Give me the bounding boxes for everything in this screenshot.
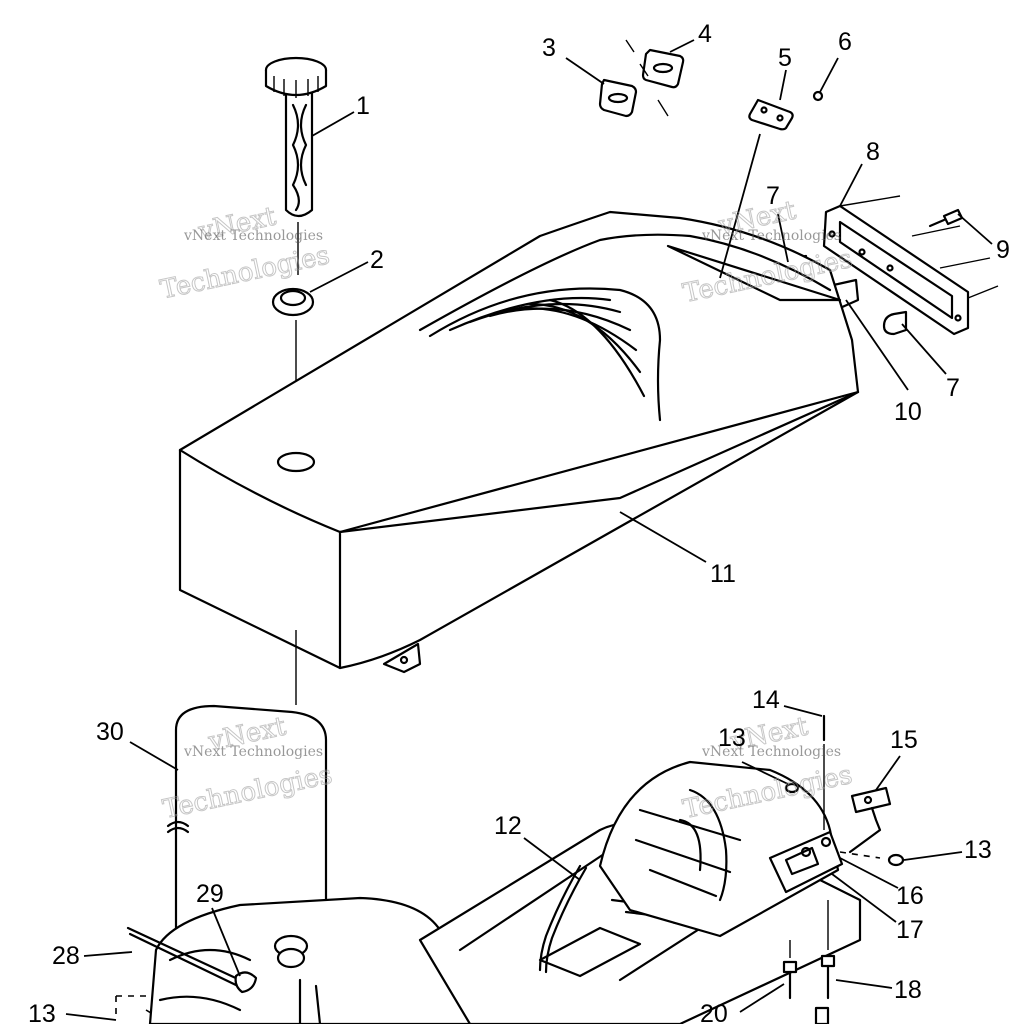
watermark-text: vNext Technologies [701,228,841,244]
callout-10: 10 [894,398,922,426]
bracket-15 [848,786,892,854]
nut-13-upper [784,782,800,794]
screw-9 [928,208,964,228]
callout-13-right: 13 [964,836,992,864]
callout-7-upper: 7 [766,182,780,210]
watermark-text: vNext Technologies [183,228,323,244]
bolt-bottom [814,1006,830,1024]
callout-11: 11 [710,560,736,588]
callout-18: 18 [894,976,922,1004]
callout-13-upper: 13 [718,724,746,752]
callout-16: 16 [896,882,924,910]
callout-2: 2 [370,246,384,274]
rivet-20 [782,940,798,1000]
callout-20: 20 [700,1000,728,1024]
callout-1: 1 [356,92,370,120]
fuel-tank [148,896,472,1024]
taillight-assembly-16-17 [768,830,844,894]
bracket-plate-5 [748,98,794,131]
watermark-text: vNext Technologies [183,744,323,760]
callout-7-lower: 7 [946,374,960,402]
callout-28: 28 [52,942,80,970]
fitting-29 [234,971,258,994]
bulb-7-lower [882,310,908,336]
tag-plate-4 [641,48,685,89]
callout-13-left: 13 [28,1000,56,1024]
bolt-18 [820,900,836,1000]
callout-labels: 1 2 3 4 5 6 7 7 8 9 10 11 12 13 13 13 14… [28,20,1010,1024]
callout-5: 5 [778,44,792,72]
callout-6: 6 [838,28,852,56]
callout-14: 14 [752,686,780,714]
screw-6 [812,90,824,102]
callout-3: 3 [542,34,556,62]
callout-9: 9 [996,236,1010,264]
grommet [271,287,315,317]
tag-plate-3 [598,78,638,118]
callout-17: 17 [896,916,924,944]
nut-13-right [887,853,905,867]
fuel-line-28 [126,926,242,988]
rear-cover [598,760,840,938]
hose-12 [538,864,588,974]
watermark-text: vNext Technologies [701,744,841,760]
callout-8: 8 [866,138,880,166]
callout-15: 15 [890,726,918,754]
callout-29: 29 [196,880,224,908]
seat [178,210,860,674]
leader-lines [65,39,993,1021]
fuel-cap-dipstick [264,56,328,218]
callout-4: 4 [698,20,712,48]
callout-12: 12 [494,812,522,840]
callout-30: 30 [96,718,124,746]
